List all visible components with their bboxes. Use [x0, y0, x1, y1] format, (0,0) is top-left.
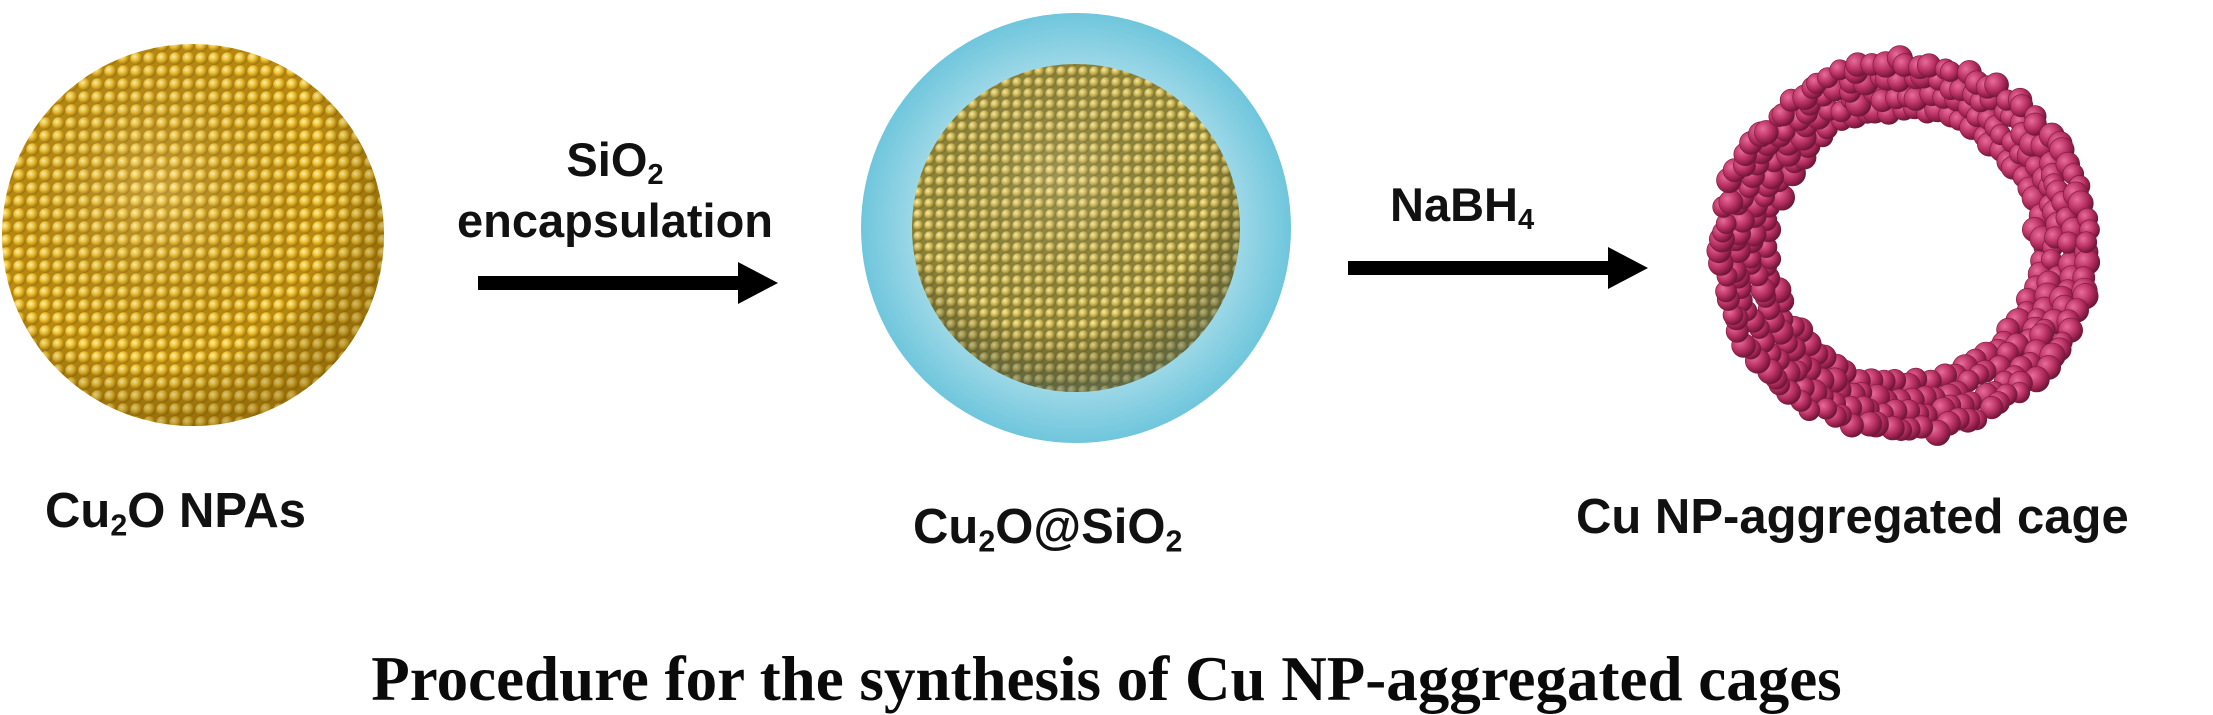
cage-bead	[1718, 189, 1744, 215]
label-cu-cage: Cu NP-aggregated cage	[1576, 490, 2129, 544]
cage-bead	[1754, 120, 1779, 145]
cu2o-sio2-particle	[861, 13, 1291, 443]
figure-caption: Procedure for the synthesis of Cu NP-agg…	[371, 644, 1842, 714]
arrow-2	[1348, 247, 1648, 289]
arrow-1-label-line2: encapsulation	[456, 194, 773, 247]
cage-bead	[2075, 231, 2098, 253]
arrow-1-label: SiO2 encapsulation	[420, 136, 810, 244]
arrow-1-label-line1: SiO2	[566, 133, 664, 192]
arrow-2-label: NaBH4	[1390, 178, 1535, 237]
label-cu2o-npas: Cu2O NPAs	[45, 484, 307, 543]
cage-bead	[1980, 396, 2004, 420]
arrow-1	[478, 262, 778, 304]
cu2o-npa-sphere	[2, 44, 384, 426]
cu-np-aggregated-cage	[1706, 45, 2101, 446]
label-cu2o-sio2: Cu2O@SiO2	[913, 500, 1183, 559]
